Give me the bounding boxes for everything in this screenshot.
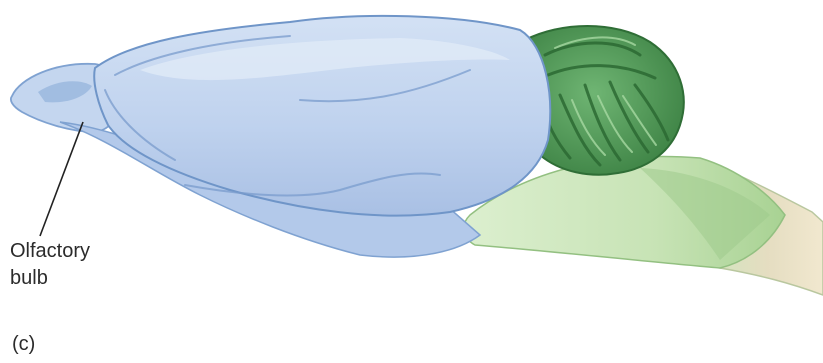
leader-line xyxy=(40,122,83,236)
annotation-olfactory-line1: Olfactory xyxy=(10,238,90,264)
panel-label: (c) xyxy=(12,331,35,357)
annotation-olfactory-line2: bulb xyxy=(10,265,48,291)
